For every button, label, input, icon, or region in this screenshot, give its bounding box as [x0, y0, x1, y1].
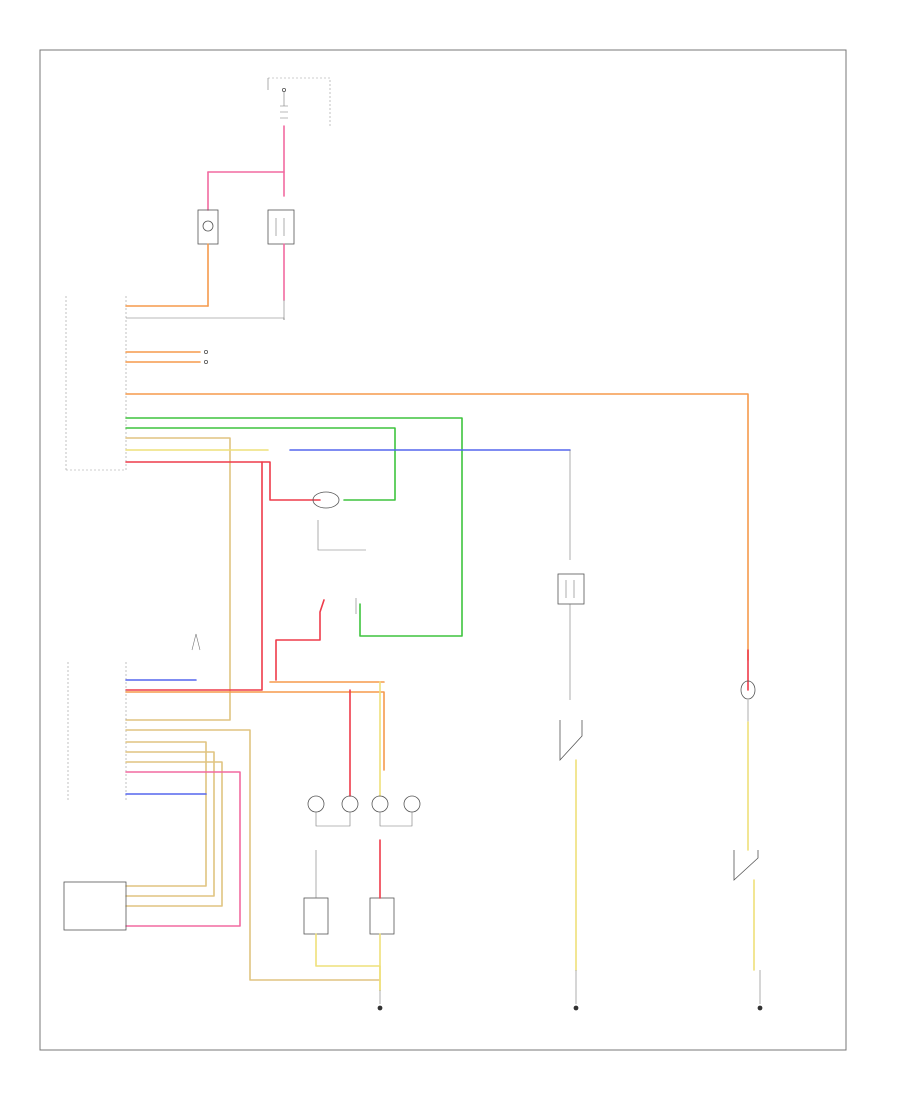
left-switch — [197, 209, 219, 245]
left-lamp — [307, 795, 359, 827]
diagram-frame — [39, 49, 847, 1051]
middle-right-sensor — [557, 573, 585, 605]
fuse-block — [267, 77, 331, 126]
right-lamp — [371, 795, 421, 827]
right-bulb — [740, 680, 756, 700]
brake-switch — [267, 209, 295, 245]
brake-pressure-module — [63, 881, 127, 931]
ground-left — [377, 1005, 383, 1011]
right-switch — [733, 850, 759, 881]
center-switches — [303, 897, 395, 935]
ground-right — [757, 1005, 763, 1011]
middle-bulb — [312, 491, 366, 551]
ground-center — [573, 1005, 579, 1011]
instrument-cluster-module — [65, 296, 127, 471]
right-relay-carrier — [67, 662, 127, 800]
middle-right-switch — [559, 720, 583, 762]
